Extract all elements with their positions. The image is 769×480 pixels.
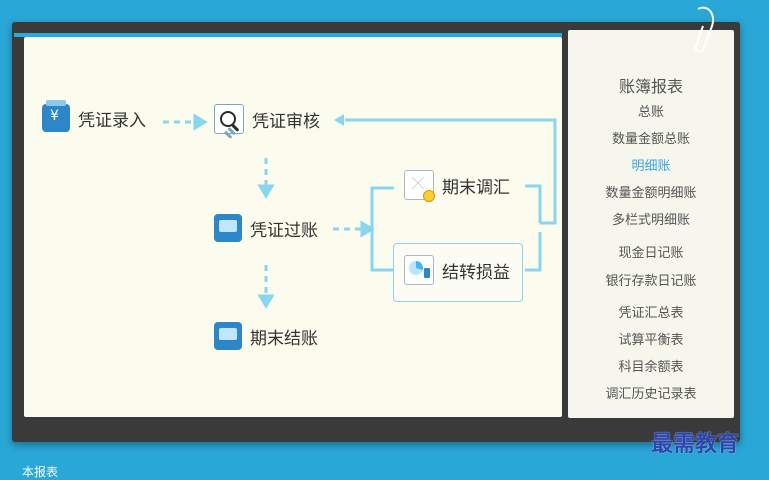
node-label: 凭证过账 bbox=[250, 220, 318, 241]
report-link-account-balance[interactable]: 科目余额表 bbox=[618, 360, 684, 375]
top-accent-bar bbox=[14, 33, 562, 37]
paperclip-icon bbox=[694, 6, 714, 53]
node-label: 凭证审核 bbox=[252, 111, 320, 132]
node-period-close[interactable]: 期末结账 bbox=[214, 322, 318, 350]
report-link-multi-column-detail[interactable]: 多栏式明细账 bbox=[611, 213, 690, 228]
mail-coin-icon bbox=[404, 170, 435, 202]
report-link-adjust-history[interactable]: 调汇历史记录表 bbox=[605, 387, 697, 402]
node-label: 期末结账 bbox=[250, 328, 318, 349]
node-voucher-entry[interactable]: 凭证录入 bbox=[42, 100, 146, 132]
chart-icon bbox=[404, 255, 434, 285]
report-link-general-ledger[interactable]: 总账 bbox=[637, 105, 664, 120]
report-link-cash-journal[interactable]: 现金日记账 bbox=[618, 246, 684, 261]
magnifier-doc-icon bbox=[214, 104, 244, 134]
bottom-caption: 本报表 bbox=[22, 465, 59, 479]
report-link-detail-ledger[interactable]: 明细账 bbox=[631, 159, 671, 174]
report-link-bank-journal[interactable]: 银行存款日记账 bbox=[605, 274, 697, 289]
node-period-adjust[interactable]: 期末调汇 bbox=[404, 170, 510, 202]
node-voucher-review[interactable]: 凭证审核 bbox=[214, 104, 320, 134]
workflow-panel bbox=[24, 37, 562, 417]
node-label: 凭证录入 bbox=[78, 110, 146, 131]
node-transfer-pl[interactable]: 结转损益 bbox=[404, 255, 510, 285]
report-link-qty-amount-ledger[interactable]: 数量金额总账 bbox=[611, 132, 690, 147]
calendar-icon bbox=[42, 100, 70, 132]
report-link-voucher-summary[interactable]: 凭证汇总表 bbox=[618, 306, 684, 321]
report-link-trial-balance[interactable]: 试算平衡表 bbox=[618, 333, 684, 348]
report-link-qty-amount-detail[interactable]: 数量金额明细账 bbox=[605, 186, 697, 201]
computer-icon bbox=[214, 322, 242, 350]
reports-title: 账簿报表 bbox=[618, 77, 683, 96]
node-label: 期末调汇 bbox=[442, 177, 510, 198]
reports-panel: 账簿报表 总账 数量金额总账 明细账 数量金额明细账 多栏式明细账 现金日记账 … bbox=[568, 30, 734, 418]
node-label: 结转损益 bbox=[442, 262, 510, 283]
monitor-icon bbox=[214, 214, 242, 242]
watermark: 最需教育 bbox=[651, 431, 740, 457]
node-voucher-post[interactable]: 凭证过账 bbox=[214, 214, 318, 242]
